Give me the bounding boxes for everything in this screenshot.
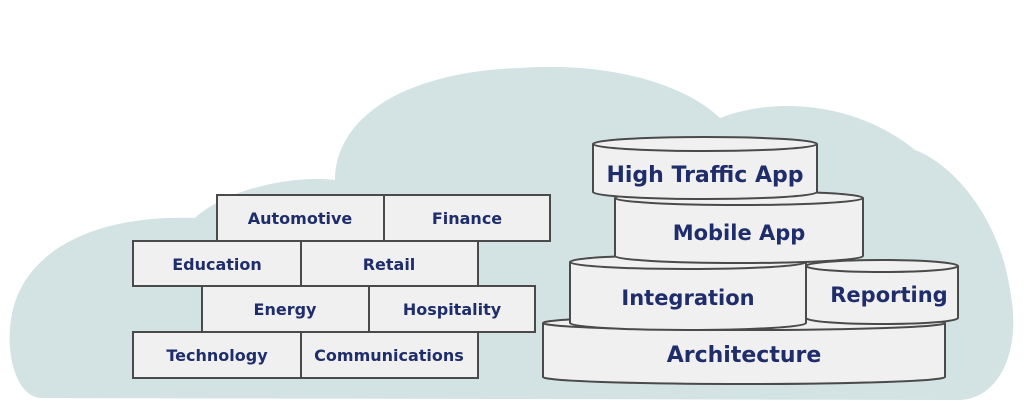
label-hospitality: Hospitality — [403, 300, 502, 319]
capability-labels: High Traffic App Mobile App Integration … — [606, 163, 947, 368]
brick-hospitality — [368, 285, 536, 333]
industry-brick-wall — [132, 194, 551, 379]
label-finance: Finance — [432, 209, 502, 228]
brick-technology — [132, 331, 302, 379]
label-automotive: Automotive — [248, 209, 353, 228]
brick-retail — [300, 240, 479, 287]
label-energy: Energy — [254, 300, 318, 319]
industry-labels: Automotive Finance Education Retail Ener… — [166, 209, 502, 365]
label-mobile-app: Mobile App — [673, 221, 806, 245]
capability-stack — [542, 136, 959, 385]
disc-high-traffic-app — [592, 136, 818, 200]
label-communications: Communications — [314, 346, 464, 365]
label-integration: Integration — [621, 286, 754, 310]
label-architecture: Architecture — [667, 343, 822, 368]
label-reporting: Reporting — [830, 283, 947, 307]
label-technology: Technology — [166, 346, 268, 365]
disc-reporting — [805, 259, 959, 325]
label-retail: Retail — [363, 255, 416, 274]
label-education: Education — [172, 255, 262, 274]
label-high-traffic-app: High Traffic App — [606, 163, 803, 188]
brick-communications — [300, 331, 479, 379]
